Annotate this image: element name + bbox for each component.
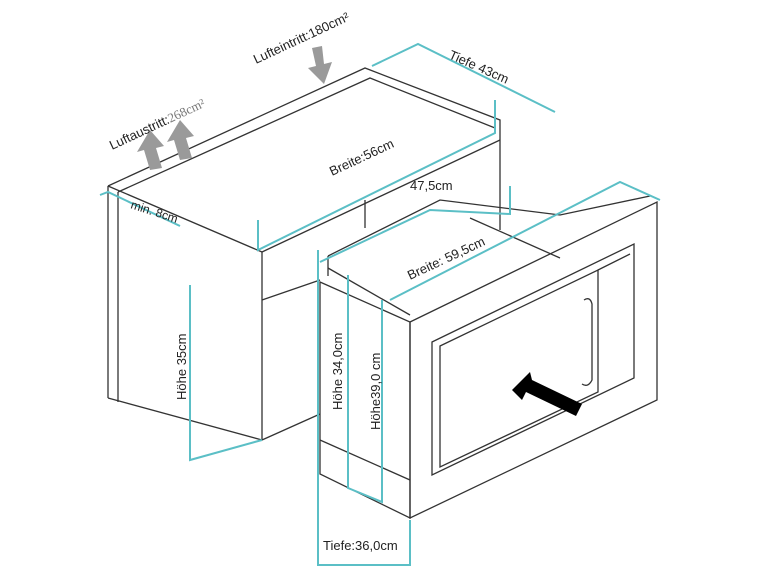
microwave-outline bbox=[319, 195, 658, 520]
height-body-label: Höhe 34,0cm bbox=[330, 333, 345, 410]
air-outlet-value: 268cm² bbox=[165, 95, 207, 125]
width-cabinet-label: Breite:56cm bbox=[327, 136, 396, 179]
air-outlet-label-text: Luftaustritt: bbox=[107, 112, 172, 153]
inner-depth-label: 47,5cm bbox=[410, 178, 453, 193]
height-cabinet-label: Höhe 35cm bbox=[174, 334, 189, 400]
depth-cabinet-label: Tiefe 43cm bbox=[447, 47, 511, 87]
min-gap-label: min. 8cm bbox=[129, 198, 180, 226]
dimension-lines bbox=[99, 42, 661, 566]
air-inlet-arrow-icon bbox=[308, 46, 332, 84]
air-outlet-arrow-icon bbox=[137, 120, 194, 170]
height-front-label: Höhe39,0 cm bbox=[368, 353, 383, 430]
insert-direction-arrow-icon bbox=[512, 372, 582, 416]
air-inlet-label: Lufteintritt:180cm² bbox=[251, 9, 352, 67]
width-front-label: Breite: 59,5cm bbox=[405, 234, 487, 283]
cabinet-outline bbox=[107, 67, 501, 441]
depth-body-label: Tiefe:36,0cm bbox=[323, 538, 398, 553]
